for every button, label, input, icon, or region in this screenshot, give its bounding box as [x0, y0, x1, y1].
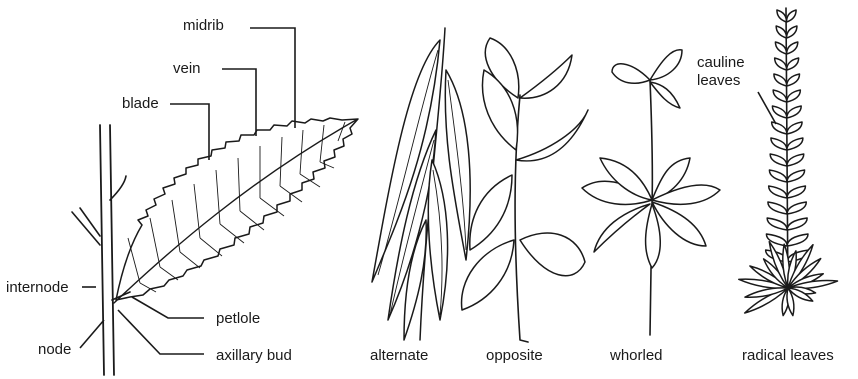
label-radical-leaves: radical leaves: [742, 347, 834, 364]
cauline-leaf: [787, 138, 803, 150]
whorled-top-leaf-1: [612, 64, 650, 83]
cauline-leaf: [775, 42, 786, 54]
whorled-top-leaf-2: [650, 50, 682, 80]
alternate-leaf-4: [428, 160, 447, 320]
label-opposite: opposite: [486, 347, 543, 364]
label-internode: internode: [6, 279, 69, 296]
label-node: node: [38, 341, 71, 358]
cauline-leaf: [768, 202, 787, 214]
opposite-leaf-2: [520, 55, 572, 98]
cauline-leaf: [787, 58, 799, 70]
anatomy-leaf-drawing: [72, 118, 358, 375]
side-twig: [72, 208, 100, 245]
cauline-leaf: [770, 154, 787, 166]
alternate-drawing: [372, 28, 470, 340]
cauline-leaf: [771, 138, 787, 150]
cauline-leaf: [787, 170, 805, 182]
opposite-leaf-4: [516, 110, 588, 161]
whorled-drawing: [582, 50, 720, 335]
petiole-leader: [132, 297, 204, 318]
opposite-drawing: [462, 38, 588, 342]
blade-leader: [170, 104, 209, 160]
cauline-leaf: [787, 186, 805, 198]
cauline-leaf: [787, 90, 801, 102]
opposite-leaf-5: [470, 175, 512, 250]
cauline-leaf: [772, 122, 787, 134]
cauline-leaf: [769, 170, 787, 182]
cauline-leaf: [787, 42, 798, 54]
axillary-bud-leader: [118, 310, 204, 354]
label-axillary-bud: axillary bud: [216, 347, 292, 364]
label-vein: vein: [173, 60, 201, 77]
alternate-leaf-2: [445, 70, 470, 260]
cauline-leaf: [769, 186, 787, 198]
opposite-leaf-7: [520, 233, 585, 276]
label-cauline-leaves: cauline leaves: [697, 54, 767, 90]
cauline-leaf: [787, 10, 797, 22]
stem-left-edge: [100, 125, 104, 375]
cauline-leaf: [777, 10, 787, 22]
node-leader: [80, 320, 104, 348]
whorled-leaf-7: [594, 204, 650, 252]
vein-leader: [222, 69, 256, 136]
opposite-leaf-6: [462, 240, 514, 310]
cauline-leaf: [773, 90, 787, 102]
cauline-leaf: [787, 154, 804, 166]
stem-right-edge: [110, 125, 114, 375]
label-alternate: alternate: [370, 347, 428, 364]
upper-bud: [110, 176, 126, 200]
label-blade: blade: [122, 95, 159, 112]
cauline-leaf: [787, 122, 802, 134]
cauline-leaf: [774, 74, 787, 86]
cauline-leaf: [776, 26, 786, 38]
cauline-leaf: [787, 234, 808, 246]
label-whorled: whorled: [610, 347, 663, 364]
cauline-leaf: [787, 202, 806, 214]
cauline-leaf: [787, 106, 801, 118]
cauline-leaf: [787, 218, 807, 230]
cauline-leaf: [775, 58, 787, 70]
cauline-leaf: [787, 74, 800, 86]
whorled-top-leaf-3: [650, 82, 680, 108]
cauline-leaf: [787, 26, 797, 38]
label-petiole: petlole: [216, 310, 260, 327]
cauline-leaf: [767, 218, 787, 230]
cauline-leaf: [772, 106, 786, 118]
label-midrib: midrib: [183, 17, 224, 34]
